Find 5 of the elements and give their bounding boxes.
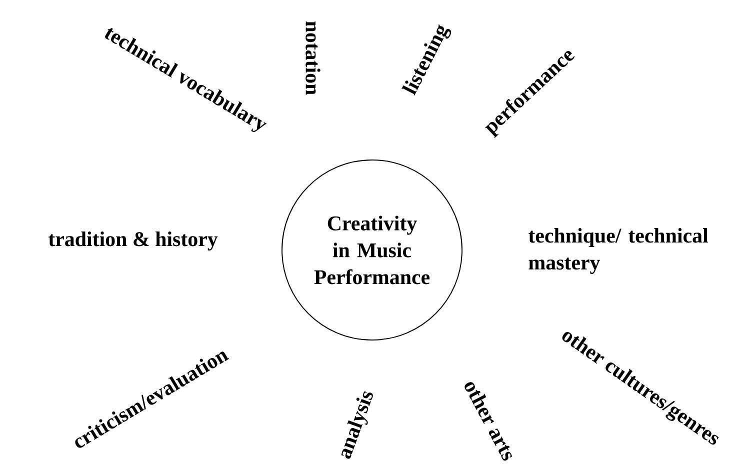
- topic-label: notation: [306, 21, 320, 95]
- topic-label: other arts: [464, 382, 512, 461]
- topic-label: technique/ technical mastery: [528, 228, 708, 274]
- topic-label: tradition & history: [48, 231, 218, 250]
- topic-label: analysis: [341, 391, 373, 459]
